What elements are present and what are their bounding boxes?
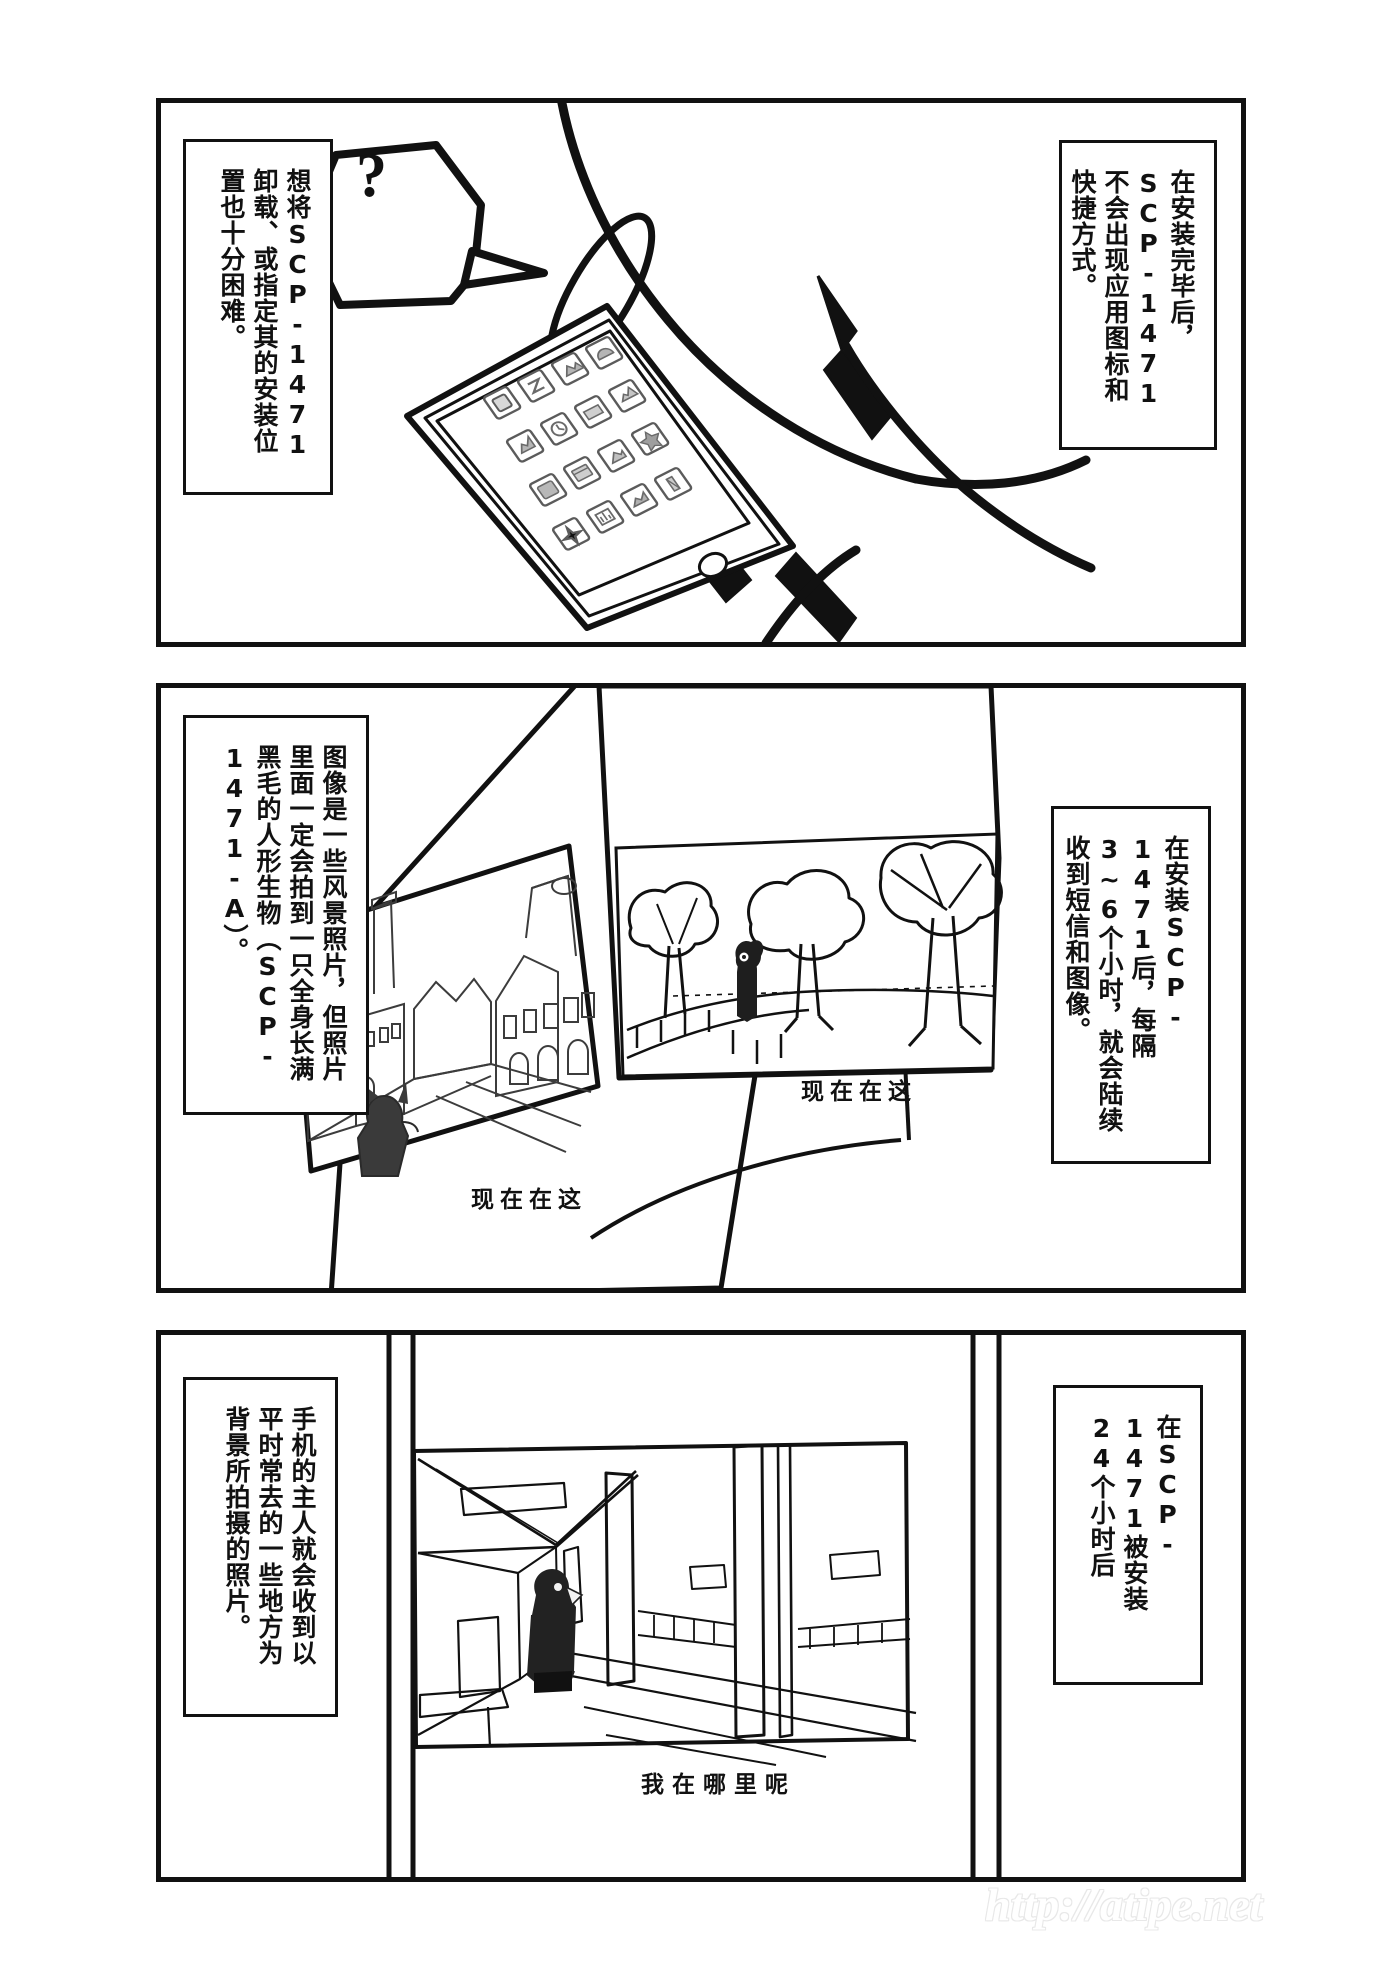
photo-park-illustration <box>561 688 1031 1108</box>
caption-right-panel-2: 在安装SCP-1471后，每隔3~6个小时，就会陆续收到短信和图像。 <box>1051 806 1211 1164</box>
caption-left-panel-3: 手机的主人就会收到以平时常去的一些地方为背景所拍摄的照片。 <box>183 1377 338 1717</box>
smartphone-svg <box>404 303 796 631</box>
photo-street-caption: 现在在这 <box>471 1187 587 1213</box>
site-watermark: http://atipe.net <box>985 1879 1263 1930</box>
caption-right-panel-1: 在安装完毕后，SCP-1471不会出现应用图标和快捷方式。 <box>1059 140 1217 450</box>
question-mark-glyph: ? <box>356 142 387 210</box>
phone-frame-3-svg <box>386 1335 1002 1877</box>
app-icon-grid <box>482 336 693 551</box>
caption-left-panel-3-text: 手机的主人就会收到以平时常去的一些地方为背景所拍摄的照片。 <box>222 1406 317 1666</box>
photo-park-svg <box>596 688 1003 1081</box>
smartphone-illustration <box>391 298 811 638</box>
photo-station-caption: 我在哪里呢 <box>641 1772 796 1798</box>
caption-left-panel-2-text: 图像是一些风景照片，但照片里面一定会拍到一只全身长满黑毛的人形生物（SCP-14… <box>220 744 348 1082</box>
comic-panel-1: ? 想将SCP-1471卸载、或指定其的安装位置也十分困难。 在安装完毕后，SC… <box>156 98 1246 647</box>
creature-ink-svg <box>546 103 1096 642</box>
scp-1471a-figure-park <box>735 940 764 1022</box>
large-phone-frame-panel-3 <box>161 1335 1241 1877</box>
scp-1471a-figure-station <box>526 1569 584 1693</box>
caption-right-panel-3: 在SCP-1471被安装24个小时后 <box>1053 1385 1203 1685</box>
caption-left-panel-2: 图像是一些风景照片，但照片里面一定会拍到一只全身长满黑毛的人形生物（SCP-14… <box>183 715 369 1115</box>
comic-panel-3: 我在哪里呢 手机的主人就会收到以平时常去的一些地方为背景所拍摄的照片。 在SCP… <box>156 1330 1246 1882</box>
caption-left-panel-1: 想将SCP-1471卸载、或指定其的安装位置也十分困难。 <box>183 139 333 495</box>
creature-silhouette-panel-1 <box>161 103 1241 642</box>
caption-right-panel-2-text: 在安装SCP-1471后，每隔3~6个小时，就会陆续收到短信和图像。 <box>1062 835 1190 1133</box>
caption-right-panel-3-text: 在SCP-1471被安装24个小时后 <box>1087 1414 1182 1612</box>
speech-bubble-svg <box>300 141 548 309</box>
caption-right-panel-1-text: 在安装完毕后，SCP-1471不会出现应用图标和快捷方式。 <box>1068 169 1196 409</box>
photo-station-illustration <box>406 1435 917 1766</box>
comic-panel-2: 现在在这 <box>156 683 1246 1293</box>
caption-left-panel-1-text: 想将SCP-1471卸载、或指定其的安装位置也十分困难。 <box>217 168 312 460</box>
photo-park-caption: 现在在这 <box>801 1079 917 1105</box>
photo-station-svg <box>412 1441 917 1766</box>
speech-bubble-question <box>296 133 556 323</box>
